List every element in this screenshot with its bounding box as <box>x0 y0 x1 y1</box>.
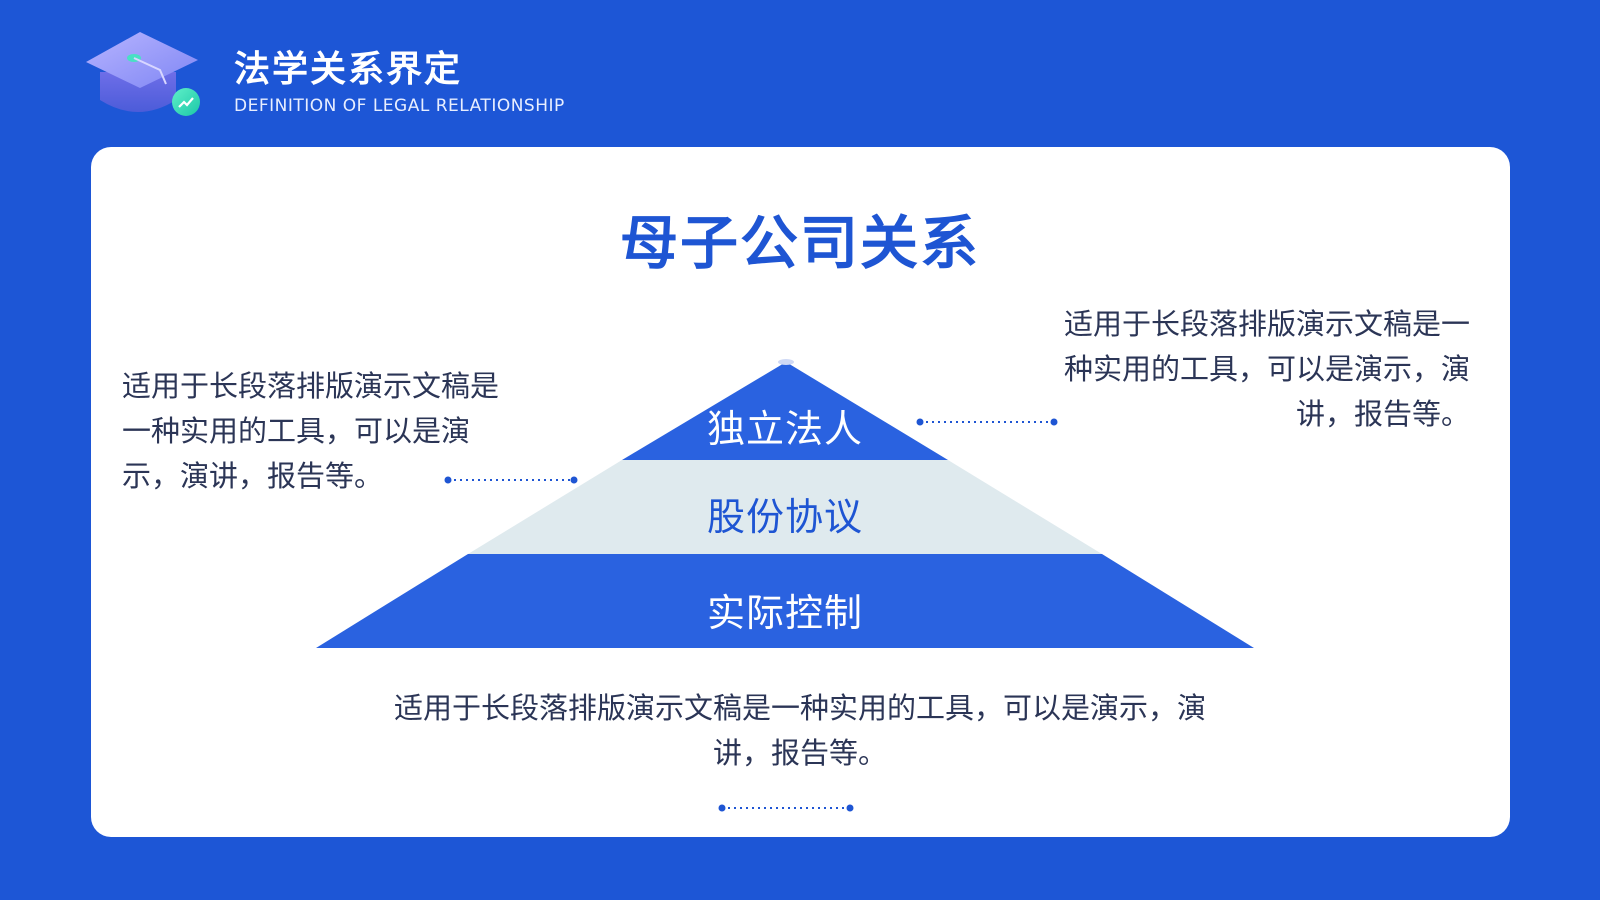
main-title: 母子公司关系 <box>619 209 980 277</box>
pyramid-tier-middle-label: 股份协议 <box>706 495 863 539</box>
header-subtitle: DEFINITION OF LEGAL RELATIONSHIP <box>234 96 565 116</box>
connector-right <box>916 418 1058 426</box>
pyramid-apex-dot <box>778 359 794 365</box>
connector-bottom <box>718 804 854 812</box>
right-description: 适用于长段落排版演示文稿是一种实用的工具，可以是演示，演讲，报告等。 <box>1063 307 1470 431</box>
graduation-cap-icon <box>86 32 200 116</box>
pyramid-tier-top-shape <box>622 362 948 460</box>
pyramid-tier-top-label: 独立法人 <box>706 407 863 451</box>
pyramid-tier-middle-shape <box>468 460 1102 554</box>
pyramid-tier-bottom-shape <box>316 554 1254 648</box>
connector-left <box>444 476 578 484</box>
pyramid-tier-bottom-label: 实际控制 <box>706 591 863 635</box>
bottom-description: 适用于长段落排版演示文稿是一种实用的工具，可以是演示，演讲，报告等。 <box>393 691 1206 770</box>
header-title: 法学关系界定 <box>234 49 463 90</box>
left-description: 适用于长段落排版演示文稿是一种实用的工具，可以是演示，演讲，报告等。 <box>122 369 500 493</box>
